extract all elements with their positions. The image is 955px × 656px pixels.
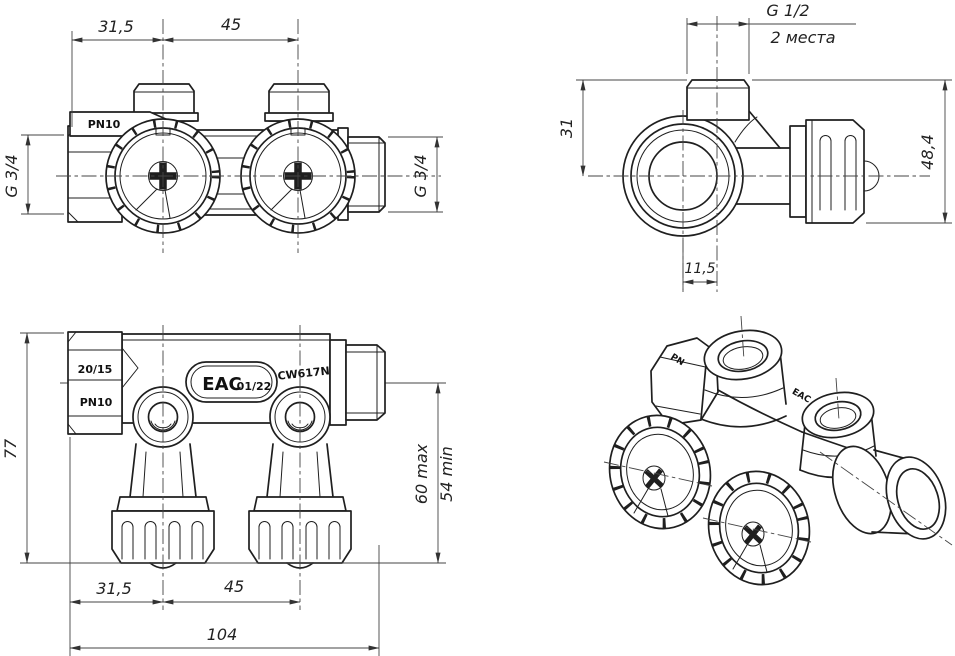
dim-max: 60 max xyxy=(412,443,431,504)
dimensions-front-top: 31,5 45 G 3/4 G 3/4 xyxy=(2,15,443,215)
view-front-top: PN10 31,5 45 G 3/4 xyxy=(2,15,443,253)
iso-handwheel xyxy=(603,414,713,530)
dim-thread-left: G 3/4 xyxy=(2,154,21,197)
iso-hex-end: PN xyxy=(650,337,719,426)
marking-pn10: PN10 xyxy=(88,118,121,131)
dimensions-side: G 1/2 2 места 31 48,4 11,5 xyxy=(557,1,952,290)
top-port-side xyxy=(686,79,750,121)
dim-to-axis: 31 xyxy=(557,118,576,138)
iso-top-port-1 xyxy=(700,315,787,428)
dim-offset: 11,5 xyxy=(684,261,715,277)
note-places: 2 места xyxy=(770,28,835,47)
view-side: G 1/2 2 места 31 48,4 11,5 xyxy=(557,1,952,292)
dim-thread-top: G 1/2 xyxy=(766,1,809,20)
marking-batch: 01/22 xyxy=(237,380,272,393)
view-bottom: 20/15 PN10 EAC 01/22 CW617N xyxy=(1,325,456,656)
iso-handwheel xyxy=(697,461,822,596)
dim-spacing-left: 31,5 xyxy=(98,17,134,36)
iso-outlet-port xyxy=(819,445,953,546)
dim-overall-length: 104 xyxy=(207,625,238,644)
view-isometric: PN EAC xyxy=(603,315,953,596)
dim-spacing-left-bottom: 31,5 xyxy=(96,579,132,598)
marking-pn10-bottom: PN10 xyxy=(80,396,113,409)
eac-badge: EAC 01/22 xyxy=(185,361,278,403)
outlet-port-right-bottom xyxy=(329,339,386,426)
top-port-right xyxy=(264,83,334,122)
dim-height-side: 48,4 xyxy=(918,134,937,170)
phillips-screw-icon xyxy=(644,468,664,489)
dim-thread-right: G 3/4 xyxy=(411,154,430,197)
knurled-cap-side xyxy=(789,119,880,224)
marking-alloy: CW617N xyxy=(277,364,330,382)
hex-end-bottom: 20/15 PN10 xyxy=(67,331,139,435)
dim-overall-height: 77 xyxy=(1,438,20,459)
iso-marking-eac: EAC xyxy=(790,387,812,406)
dimensions-bottom: 77 60 max 54 min 31,5 45 104 xyxy=(1,332,456,656)
marking-size: 20/15 xyxy=(78,363,113,376)
dim-spacing-right: 45 xyxy=(221,15,241,34)
dim-spacing-right-bottom: 45 xyxy=(224,577,244,596)
marking-eac: EAC xyxy=(202,374,241,395)
dim-min: 54 min xyxy=(437,446,456,502)
